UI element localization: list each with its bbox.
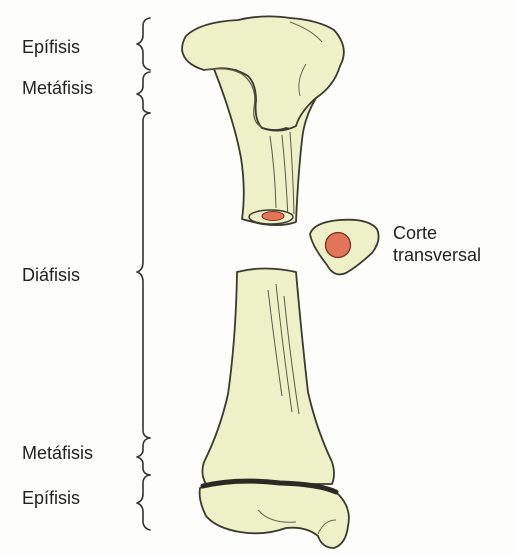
bracket-epiphysis-bottom (137, 475, 150, 530)
label-cross-section-line1: Corte (393, 222, 481, 244)
bracket-diaphysis (137, 113, 150, 438)
label-metaphysis-bottom: Metáfisis (22, 443, 93, 463)
label-diaphysis: Diáfisis (22, 265, 80, 285)
label-metaphysis-top: Metáfisis (22, 78, 93, 98)
cross-section-marrow (326, 233, 351, 258)
lower-epiphysis (200, 482, 349, 548)
label-epiphysis-bottom: Epífisis (22, 488, 80, 508)
lower-shaft-and-metaphysis (202, 269, 334, 485)
label-cross-section: Corte transversal (393, 222, 481, 266)
brackets (137, 18, 150, 530)
label-epiphysis-top: Epífisis (22, 37, 80, 57)
cross-section (310, 220, 379, 275)
bracket-metaphysis-bottom (137, 438, 150, 475)
label-cross-section-line2: transversal (393, 244, 481, 266)
lower-bone (200, 269, 349, 549)
upper-epiphysis (182, 16, 344, 130)
upper-bone (182, 16, 344, 225)
bracket-epiphysis-top (137, 18, 150, 70)
bracket-metaphysis-top (137, 72, 150, 113)
upper-marrow-cavity (262, 212, 284, 221)
